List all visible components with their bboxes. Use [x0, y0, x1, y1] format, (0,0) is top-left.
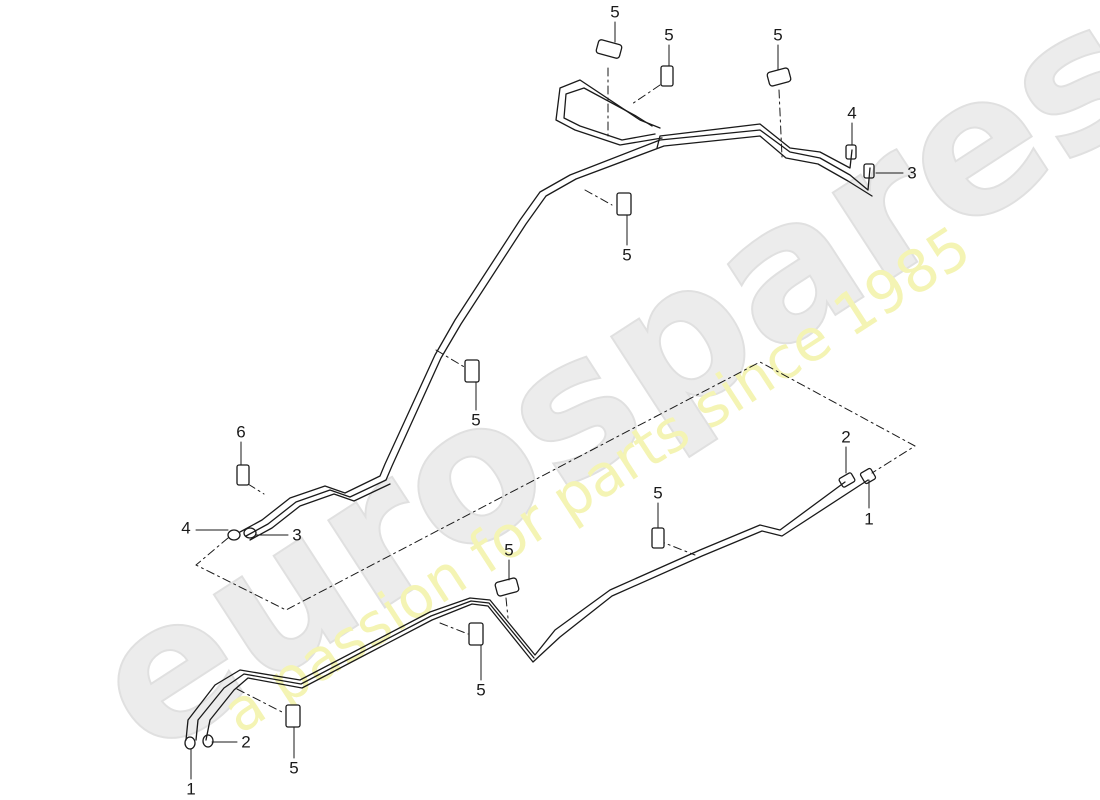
callout-leaders: [190, 21, 904, 780]
callout-part-1: 1: [864, 509, 874, 529]
callout-part-5: 5: [471, 410, 481, 430]
callout-part-5: 5: [664, 25, 674, 45]
callout-part-5: 5: [289, 758, 299, 778]
callout-part-4: 4: [181, 518, 191, 538]
callout-part-1: 1: [186, 779, 196, 799]
callout-part-5: 5: [504, 540, 514, 560]
callout-part-2: 2: [241, 732, 251, 752]
upper-brake-line: [239, 79, 875, 541]
callout-part-5: 5: [773, 25, 783, 45]
lower-brake-line: [184, 467, 877, 750]
leader-lines: [195, 67, 916, 713]
callout-part-5: 5: [622, 245, 632, 265]
callout-part-2: 2: [841, 427, 851, 447]
callout-part-5: 5: [653, 483, 663, 503]
callout-part-3: 3: [292, 525, 302, 545]
callout-part-5: 5: [476, 680, 486, 700]
callout-part-6: 6: [236, 422, 246, 442]
callout-part-5: 5: [610, 2, 620, 22]
clips: [236, 39, 792, 728]
callout-part-4: 4: [847, 103, 857, 123]
callout-part-3: 3: [907, 163, 917, 183]
